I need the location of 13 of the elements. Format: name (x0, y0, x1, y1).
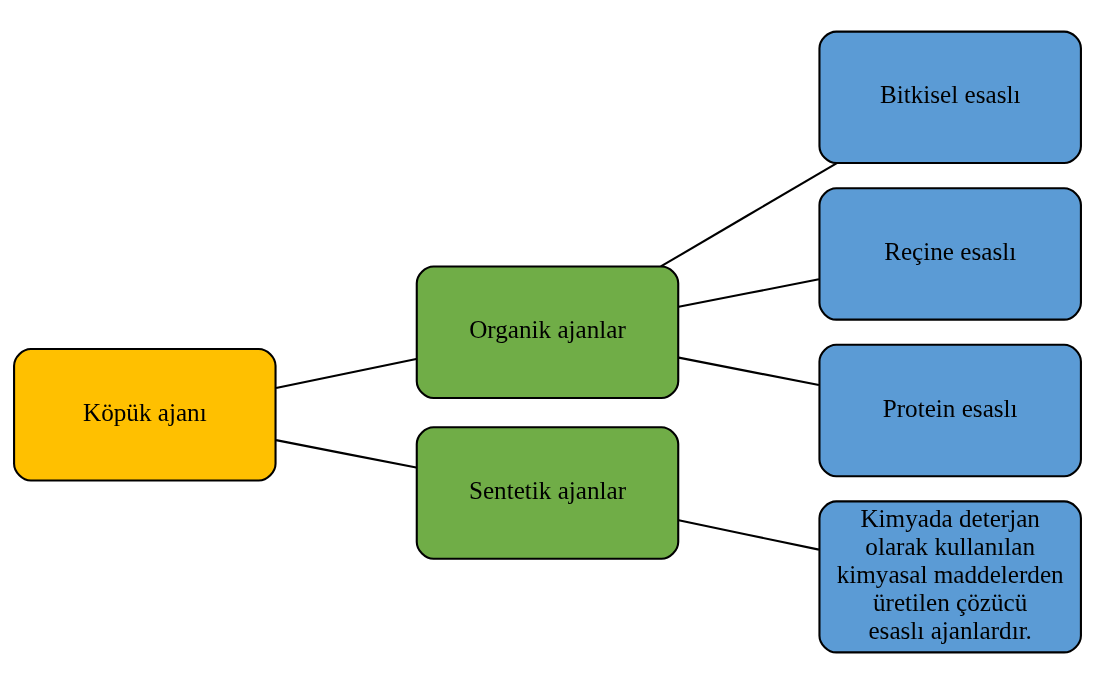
connector (275, 357, 417, 389)
connector (660, 162, 838, 268)
node-box: Protein esaslı (818, 343, 1082, 478)
node-box: Kimyada deterjan olarak kullanılan kimyasal maddelerden üretilen çözücü esaslı ajanlardır. (818, 500, 1082, 654)
node-box: Köpük ajanı (13, 347, 277, 482)
node-box: Bitkisel esaslı (818, 30, 1082, 165)
node-box: Reçine esaslı (818, 187, 1082, 321)
connector (678, 519, 820, 551)
connector (275, 439, 417, 469)
node-box: Organik ajanlar (415, 265, 680, 399)
connector (678, 278, 820, 308)
node-box: Sentetik ajanlar (415, 426, 680, 560)
connector (678, 356, 820, 387)
